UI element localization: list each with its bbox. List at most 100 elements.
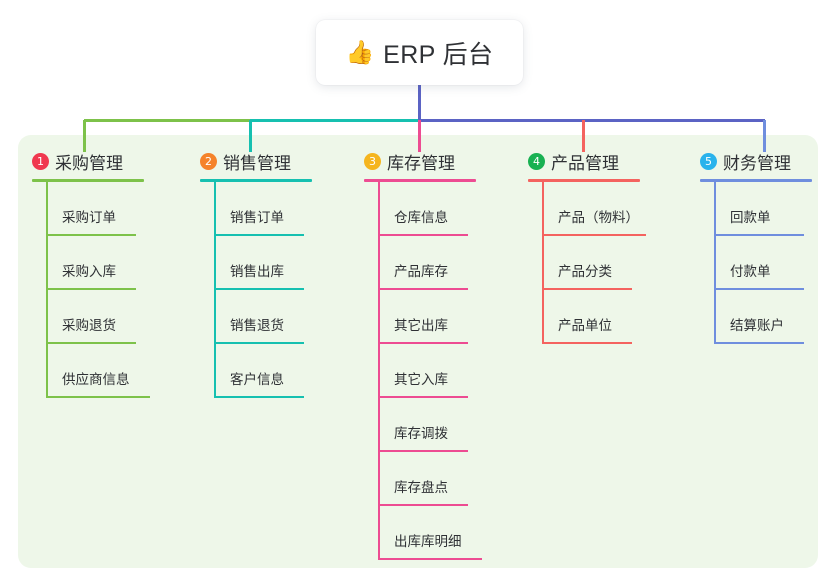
branch-item-label: 库存盘点 bbox=[394, 480, 448, 495]
branch-item-label: 回款单 bbox=[730, 210, 771, 225]
branch-item[interactable]: 客户信息 bbox=[214, 344, 312, 398]
branch-title-5: 财务管理 bbox=[723, 153, 791, 173]
branch-column-4: 4 产品管理产品（物料） 产品分类产品单位 bbox=[528, 150, 646, 344]
root-node[interactable]: 👍 ERP 后台 bbox=[316, 20, 523, 85]
branch-item-underline bbox=[714, 342, 804, 344]
branch-item-underline bbox=[542, 234, 646, 236]
branch-badge-2: 2 bbox=[200, 152, 217, 170]
branch-item[interactable]: 采购订单 bbox=[46, 182, 144, 236]
branch-item-label: 采购入库 bbox=[62, 264, 116, 279]
branch-item[interactable]: 回款单 bbox=[714, 182, 812, 236]
branch-item[interactable]: 其它出库 bbox=[378, 290, 476, 344]
branch-item-label: 销售订单 bbox=[230, 210, 284, 225]
branch-badge-4: 4 bbox=[528, 152, 545, 170]
root-title: ERP 后台 bbox=[383, 40, 494, 69]
branch-item-underline bbox=[214, 342, 304, 344]
branch-item-underline bbox=[46, 288, 136, 290]
branch-item-label: 结算账户 bbox=[730, 318, 784, 333]
branch-item[interactable]: 销售订单 bbox=[214, 182, 312, 236]
branch-badge-3: 3 bbox=[364, 152, 381, 170]
branch-item[interactable]: 采购退货 bbox=[46, 290, 144, 344]
branch-item-label: 产品单位 bbox=[558, 318, 612, 333]
branch-item[interactable]: 销售退货 bbox=[214, 290, 312, 344]
branch-item-underline bbox=[378, 504, 468, 506]
branch-item-underline bbox=[714, 234, 804, 236]
branch-column-5: 5 财务管理回款单付款单结算账户 bbox=[700, 150, 812, 344]
branch-item-underline bbox=[214, 234, 304, 236]
branch-item-underline bbox=[378, 288, 468, 290]
branch-title-1: 采购管理 bbox=[55, 153, 123, 173]
branch-underline-1 bbox=[32, 179, 144, 182]
branch-title-2: 销售管理 bbox=[223, 153, 291, 173]
branch-item-label: 其它入库 bbox=[394, 372, 448, 387]
branch-item-underline bbox=[714, 288, 804, 290]
branch-item-underline bbox=[378, 234, 468, 236]
branch-item-underline bbox=[542, 288, 632, 290]
branch-trunk-2 bbox=[214, 182, 216, 398]
branch-item[interactable]: 付款单 bbox=[714, 236, 812, 290]
branch-item-label: 产品（物料） bbox=[558, 210, 639, 225]
branch-item-label: 采购订单 bbox=[62, 210, 116, 225]
branch-trunk-4 bbox=[542, 182, 544, 344]
branch-item-underline bbox=[378, 396, 468, 398]
branch-column-2: 2 销售管理销售订单销售出库销售退货客户信息 bbox=[200, 150, 312, 398]
branch-underline-2 bbox=[200, 179, 312, 182]
branch-item[interactable]: 销售出库 bbox=[214, 236, 312, 290]
branch-item-label: 客户信息 bbox=[230, 372, 284, 387]
branch-item[interactable]: 其它入库 bbox=[378, 344, 476, 398]
branch-item[interactable]: 供应商信息 bbox=[46, 344, 150, 398]
thumbs-up-icon: 👍 bbox=[345, 39, 375, 65]
branch-item-label: 采购退货 bbox=[62, 318, 116, 333]
branch-item-label: 付款单 bbox=[730, 264, 771, 279]
branch-item-underline bbox=[214, 288, 304, 290]
branch-underline-4 bbox=[528, 179, 640, 182]
branch-badge-1: 1 bbox=[32, 152, 49, 170]
branch-item[interactable]: 采购入库 bbox=[46, 236, 144, 290]
branch-item[interactable]: 库存调拨 bbox=[378, 398, 476, 452]
branch-item[interactable]: 出库库明细 bbox=[378, 506, 482, 560]
branch-header-1[interactable]: 1 采购管理 bbox=[32, 150, 144, 173]
branch-item-underline bbox=[46, 234, 136, 236]
branch-header-5[interactable]: 5 财务管理 bbox=[700, 150, 812, 173]
branch-item-label: 销售出库 bbox=[230, 264, 284, 279]
branch-item[interactable]: 库存盘点 bbox=[378, 452, 476, 506]
branch-title-4: 产品管理 bbox=[551, 153, 619, 173]
branch-column-3: 3 库存管理仓库信息产品库存其它出库其它入库库存调拨库存盘点出库库明细 bbox=[364, 150, 482, 560]
branch-items-1: 采购订单采购入库采购退货供应商信息 bbox=[46, 182, 150, 398]
branch-item-underline bbox=[542, 342, 632, 344]
diagram-panel bbox=[18, 135, 818, 568]
branch-item-underline bbox=[214, 396, 304, 398]
branch-item-underline bbox=[46, 396, 150, 398]
branch-item[interactable]: 产品分类 bbox=[542, 236, 640, 290]
branch-underline-3 bbox=[364, 179, 476, 182]
branch-badge-5: 5 bbox=[700, 152, 717, 170]
branch-item-label: 产品分类 bbox=[558, 264, 612, 279]
branch-item[interactable]: 产品（物料） bbox=[542, 182, 646, 236]
branch-header-4[interactable]: 4 产品管理 bbox=[528, 150, 640, 173]
branch-item-underline bbox=[378, 558, 482, 560]
branch-header-3[interactable]: 3 库存管理 bbox=[364, 150, 476, 173]
branch-item-underline bbox=[378, 450, 468, 452]
branch-item[interactable]: 产品库存 bbox=[378, 236, 476, 290]
branch-item-label: 供应商信息 bbox=[62, 372, 130, 387]
branch-item-label: 仓库信息 bbox=[394, 210, 448, 225]
branch-item-underline bbox=[46, 342, 136, 344]
branch-underline-5 bbox=[700, 179, 812, 182]
branch-trunk-5 bbox=[714, 182, 716, 344]
branch-item[interactable]: 仓库信息 bbox=[378, 182, 476, 236]
branch-items-3: 仓库信息产品库存其它出库其它入库库存调拨库存盘点出库库明细 bbox=[378, 182, 482, 560]
branch-header-2[interactable]: 2 销售管理 bbox=[200, 150, 312, 173]
branch-items-4: 产品（物料） 产品分类产品单位 bbox=[542, 182, 646, 344]
branch-item-label: 库存调拨 bbox=[394, 426, 448, 441]
branch-item[interactable]: 产品单位 bbox=[542, 290, 640, 344]
branch-items-5: 回款单付款单结算账户 bbox=[714, 182, 812, 344]
branch-item-underline bbox=[378, 342, 468, 344]
branch-trunk-1 bbox=[46, 182, 48, 398]
branch-item-label: 产品库存 bbox=[394, 264, 448, 279]
branch-column-1: 1 采购管理采购订单采购入库采购退货供应商信息 bbox=[32, 150, 150, 398]
branch-item-label: 销售退货 bbox=[230, 318, 284, 333]
branch-items-2: 销售订单销售出库销售退货客户信息 bbox=[214, 182, 312, 398]
branch-item[interactable]: 结算账户 bbox=[714, 290, 812, 344]
branch-title-3: 库存管理 bbox=[387, 153, 455, 173]
